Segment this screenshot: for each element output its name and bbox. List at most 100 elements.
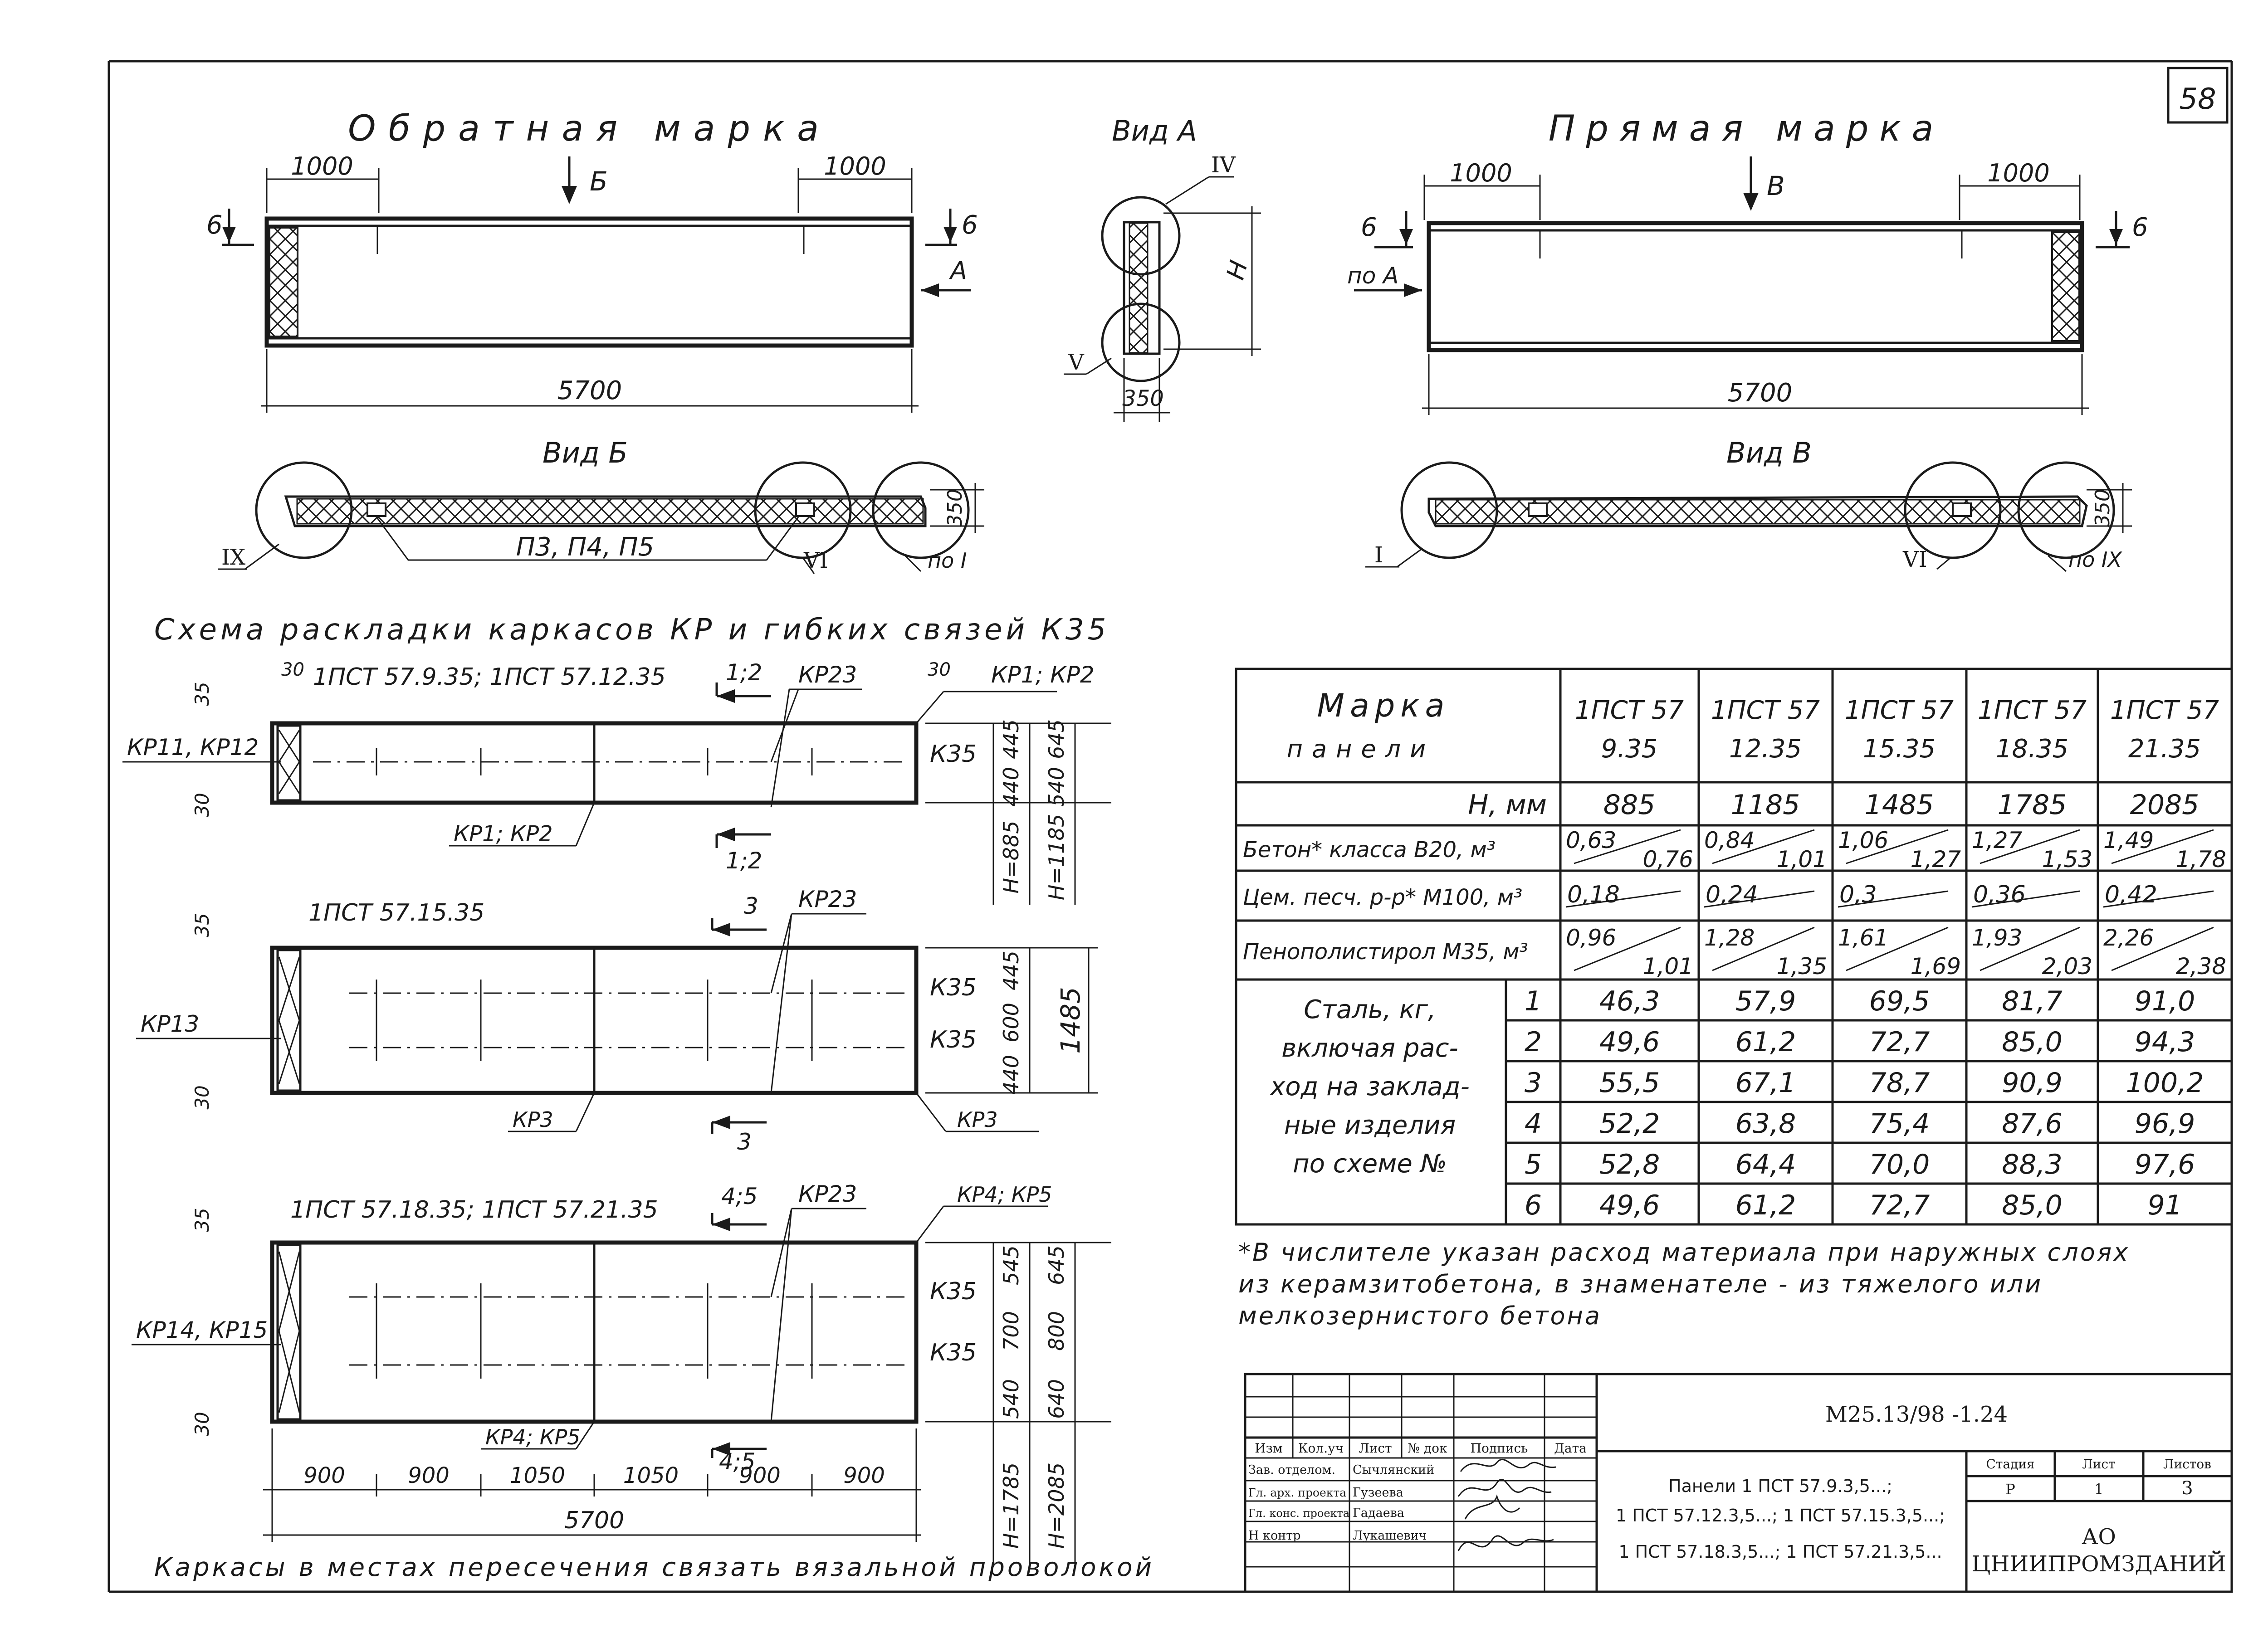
tb-name-3: Гадаева [1353, 1506, 1404, 1520]
beton-num-3: 1,06 [1838, 827, 1888, 853]
tb-role-4: Н контр [1248, 1529, 1300, 1543]
d2-right-3: 440 [999, 1055, 1023, 1095]
d1-right-b1: 645 [1044, 719, 1069, 759]
tb-sheets-header: Листов [2163, 1457, 2211, 1472]
d3-section-top: 4;5 [721, 1183, 758, 1209]
steel-1-3: 69,5 [1869, 985, 1930, 1017]
steel-label-1: Сталь, кг, [1304, 995, 1436, 1024]
steel-label-4: ные изделия [1284, 1111, 1456, 1140]
material-table: Марка панели 1ПСТ 57 9.35 1ПСТ 57 12.35 … [1235, 668, 2233, 1226]
tb-role-2: Гл. арх. проекта [1248, 1486, 1346, 1499]
reverse-mark-view: Обратная марка 1000 1000 Б 6 6 А [206, 108, 978, 413]
steel-2-2: 61,2 [1735, 1026, 1796, 1058]
title-block: Изм Кол.уч Лист № док Подпись Дата Зав. … [1244, 1373, 2233, 1593]
panel-5-top: 1ПСТ 57 [2110, 696, 2219, 725]
sheet-number: 58 [2179, 83, 2216, 116]
reverse-dim-right: 1000 [824, 152, 886, 180]
reverse-section-left: 6 [206, 210, 223, 240]
beton-fraction-line-4 [1980, 829, 2080, 864]
d3-bottom-dim-4: 1050 [623, 1463, 679, 1488]
reverse-mark-title: Обратная марка [348, 108, 831, 149]
foam-fraction-line-5 [2111, 926, 2214, 971]
beton-den-5: 1,78 [2176, 846, 2226, 873]
cement-line-5 [2103, 890, 2214, 908]
d1-right-a1: 445 [999, 719, 1023, 759]
beton-den-2: 1,01 [1777, 846, 1827, 873]
view-a-callout-top: IV [1211, 152, 1236, 178]
view-a-width: 350 [1122, 386, 1164, 411]
tb-name-1: Сычлянский [1353, 1463, 1434, 1477]
foam-fraction-line-4 [1980, 926, 2080, 971]
row-cement-label: Цем. песч. р-р* М100, м³ [1243, 885, 1522, 910]
reverse-arrow-a: А [949, 256, 967, 285]
foam-num-3: 1,61 [1838, 925, 1888, 951]
d3-h-a: Н=1785 [999, 1462, 1023, 1549]
tb-name-2: Гузеева [1353, 1486, 1403, 1500]
tb-col-koluch: Кол.уч [1298, 1441, 1344, 1456]
row-cement-1: 0,18 [1567, 881, 1620, 908]
tb-role-3: Гл. конс. проекта [1248, 1507, 1349, 1520]
foam-num-5: 2,26 [2103, 925, 2154, 951]
steel-2-1: 49,6 [1599, 1026, 1660, 1058]
d1-section-bottom: 1;2 [726, 848, 762, 874]
d1-h-a: Н=885 [999, 821, 1023, 894]
d1-kp-right: КР1; КР2 [991, 662, 1095, 688]
beton-den-4: 1,53 [2042, 846, 2092, 873]
steel-5-2: 64,4 [1735, 1149, 1796, 1180]
tb-description-3: 1 ПСТ 57.18.3,5...; 1 ПСТ 57.21.3,5... [1618, 1542, 1942, 1562]
d1-section-top: 1;2 [726, 659, 762, 686]
tb-sheet-header: Лист [2082, 1457, 2115, 1472]
row-cement-2: 0,24 [1706, 881, 1758, 908]
steel-6-4: 85,0 [2002, 1189, 2063, 1221]
reverse-section-right: 6 [962, 210, 978, 240]
steel-1-5: 91,0 [2135, 985, 2195, 1017]
panel-2-bottom: 12.35 [1729, 734, 1802, 764]
row-h-1: 885 [1603, 789, 1656, 821]
view-v-thickness: 350 [2091, 489, 2114, 527]
d3-bottom-dim-2: 900 [408, 1463, 450, 1488]
cement-line-3 [1838, 890, 1949, 908]
view-v: Вид В I VI по IX 350 [1365, 436, 2132, 572]
steel-2-5: 94,3 [2135, 1026, 2195, 1058]
signature-1 [1460, 1458, 1556, 1472]
view-b-inserts: П3, П4, П5 [516, 532, 654, 562]
steel-6-2: 61,2 [1735, 1189, 1796, 1221]
steel-3-4: 90,9 [2002, 1067, 2063, 1099]
row-beton-label: Бетон* класса В20, м³ [1243, 837, 1496, 863]
row-h-5: 2085 [2130, 789, 2200, 821]
panel-2-top: 1ПСТ 57 [1711, 696, 1820, 725]
scheme-diagram-1: 1ПСТ 57.9.35; 1ПСТ 57.12.35 30 30 35 30 … [122, 659, 1111, 905]
scheme-diagram-3: 1ПСТ 57.18.35; 1ПСТ 57.21.35 35 30 4;5 4… [132, 1181, 1111, 1562]
panel-5-bottom: 21.35 [2128, 734, 2201, 764]
d2-k35-1: К35 [930, 974, 977, 1001]
steel-5-3: 70,0 [1869, 1149, 1930, 1180]
direct-section-left: 6 [1361, 213, 1377, 242]
d3-dim-35: 35 [191, 1208, 213, 1232]
view-a: Вид А Н IV V 350 [1064, 114, 1261, 422]
foam-fraction-line-2 [1712, 926, 1815, 971]
d1-h-b: Н=1185 [1044, 814, 1069, 900]
tb-col-date: Дата [1554, 1441, 1587, 1456]
foam-num-1: 0,96 [1566, 925, 1616, 951]
view-v-title: Вид В [1726, 436, 1812, 469]
table-footnote-1: *В числителе указан расход материала при… [1238, 1238, 2130, 1267]
d2-kp-left: КР13 [141, 1011, 199, 1037]
view-b: Вид Б П3, П4, П5 IX VI по I 350 [218, 436, 984, 574]
tb-col-izm: Изм [1255, 1441, 1282, 1456]
d3-bottom-dim-3: 1050 [510, 1463, 565, 1488]
steel-scheme-3: 3 [1525, 1067, 1542, 1099]
foam-num-2: 1,28 [1704, 925, 1755, 951]
scheme-title: Схема раскладки каркасов КР и гибких свя… [154, 613, 1110, 647]
tb-col-ndoc: № док [1408, 1441, 1447, 1456]
d2-kp-top: КР23 [798, 886, 857, 912]
row-h-4: 1785 [1998, 789, 2067, 821]
d2-section-bottom: 3 [737, 1129, 752, 1155]
reverse-overall: 5700 [557, 376, 622, 405]
direct-arrow-a: по А [1347, 263, 1398, 289]
direct-mark-view: Прямая марка 1000 1000 В 6 6 по А 5700 [1347, 108, 2148, 415]
d3-right-a1: 545 [999, 1245, 1023, 1285]
d2-dim-30-bottom: 30 [191, 1085, 213, 1109]
d3-right-b2: 800 [1044, 1311, 1069, 1351]
d3-kp-top: КР23 [798, 1181, 857, 1207]
steel-3-1: 55,5 [1599, 1067, 1660, 1099]
